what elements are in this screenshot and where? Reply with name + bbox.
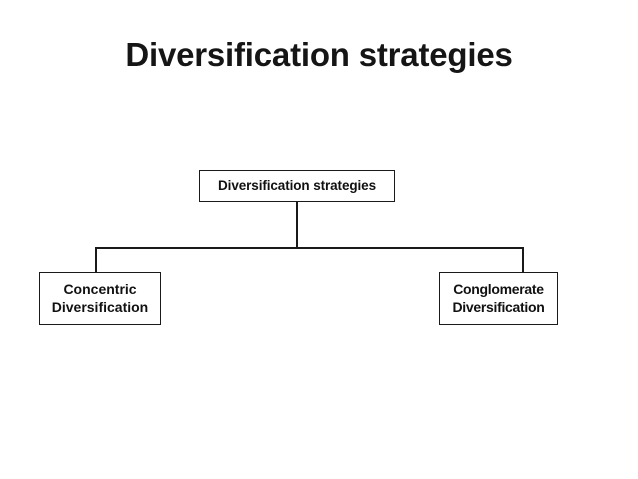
node-conglomerate-label-line1: Conglomerate bbox=[453, 281, 544, 298]
connector-root-stem bbox=[296, 201, 298, 249]
connector-drop-left bbox=[95, 247, 97, 273]
node-concentric-label-line1: Concentric bbox=[63, 281, 137, 298]
node-diversification-strategies: Diversification strategies bbox=[199, 170, 395, 202]
node-conglomerate-diversification: Conglomerate Diversification bbox=[439, 272, 558, 325]
node-conglomerate-label-line2: Diversification bbox=[452, 298, 545, 315]
connector-horizontal-bus bbox=[95, 247, 524, 249]
node-root-label: Diversification strategies bbox=[218, 177, 376, 193]
page-title: Diversification strategies bbox=[125, 36, 513, 73]
node-concentric-diversification: Concentric Diversification bbox=[39, 272, 161, 325]
connector-drop-right bbox=[522, 247, 524, 273]
node-concentric-label-line2: Diversification bbox=[51, 298, 149, 315]
